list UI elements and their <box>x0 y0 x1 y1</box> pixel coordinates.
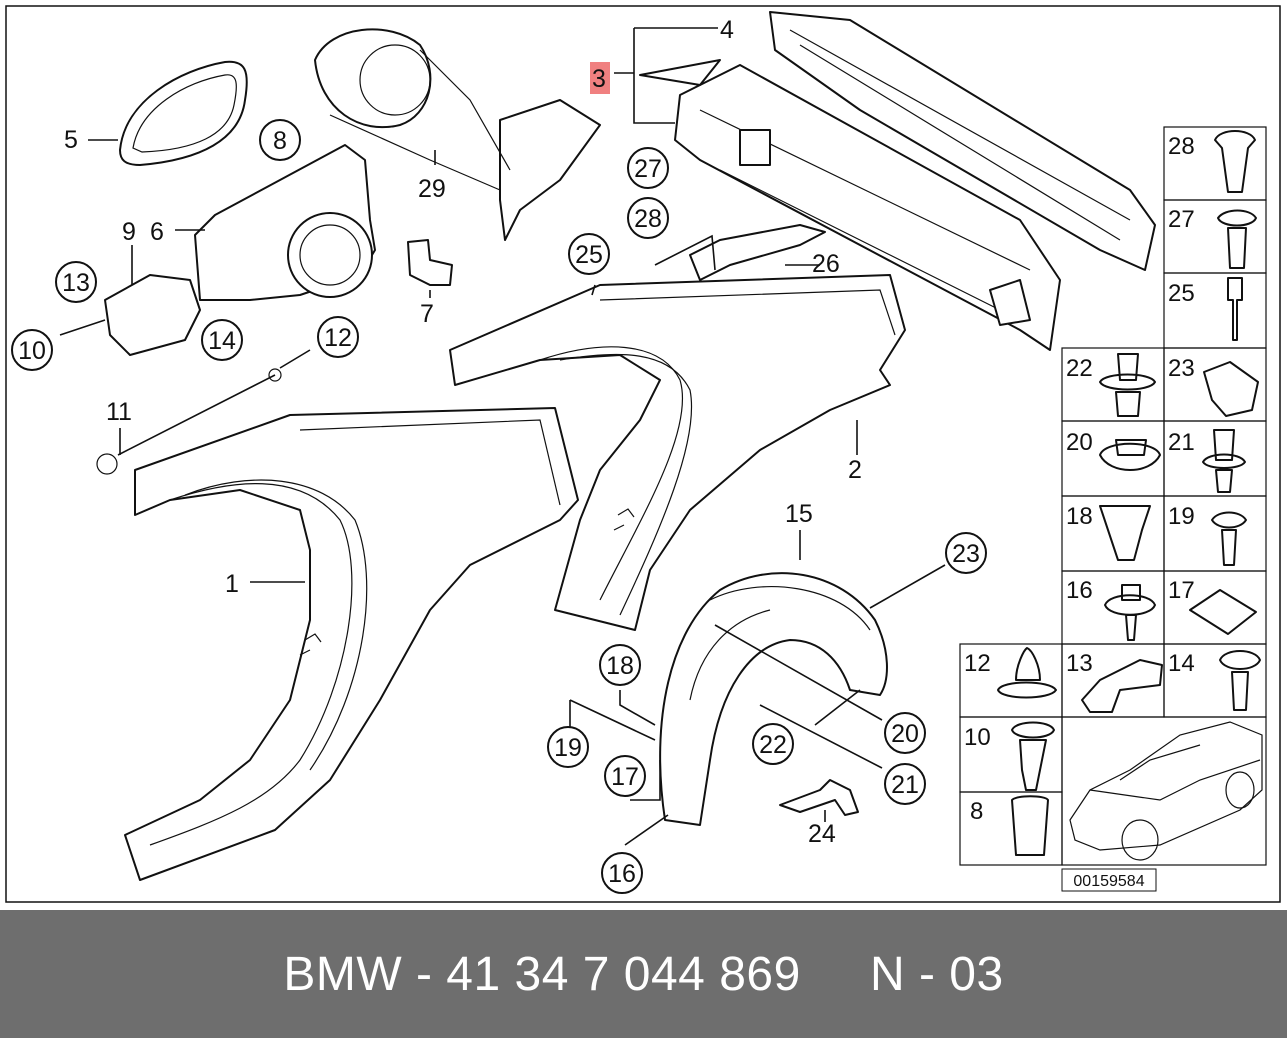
callout-20: 20 <box>891 720 919 748</box>
label-24: 24 <box>808 820 836 848</box>
callout-13: 13 <box>62 269 90 297</box>
legend-28: 28 <box>1168 133 1195 160</box>
label-4: 4 <box>720 16 734 44</box>
legend-25: 25 <box>1168 280 1195 307</box>
part-number-text: BMW - 41 34 7 044 869 N - 03 <box>283 947 1004 1001</box>
callout-21: 21 <box>891 771 919 799</box>
callout-23: 23 <box>952 540 980 568</box>
label-11: 11 <box>106 398 132 426</box>
callout-27: 27 <box>634 155 662 183</box>
legend-8: 8 <box>970 798 983 825</box>
callout-16: 16 <box>608 860 636 888</box>
callout-8: 8 <box>273 127 287 155</box>
callout-25: 25 <box>575 241 603 269</box>
callout-labels: 5 6 9 29 7 11 1 2 15 4 3 26 24 <box>64 16 862 848</box>
part-number-footer: BMW - 41 34 7 044 869 N - 03 <box>0 910 1287 1038</box>
callout-17: 17 <box>611 763 639 791</box>
diagram-number: 00159584 <box>1073 873 1144 890</box>
callout-14: 14 <box>208 327 236 355</box>
legend-22: 22 <box>1066 355 1093 382</box>
legend-27: 27 <box>1168 206 1195 233</box>
label-6: 6 <box>150 218 164 246</box>
small-parts-drawings <box>59 28 859 816</box>
label-7: 7 <box>420 300 434 328</box>
seal-strip-drawing <box>639 59 721 86</box>
callout-22: 22 <box>759 731 787 759</box>
label-15: 15 <box>785 500 813 528</box>
label-5: 5 <box>64 126 78 154</box>
callout-18: 18 <box>606 652 634 680</box>
label-3: 3 <box>592 65 606 93</box>
leader-lines <box>88 27 946 846</box>
diagram-number-box <box>1061 868 1157 892</box>
circled-callouts: 8 13 10 14 12 27 28 25 23 18 19 17 16 22… <box>11 119 987 894</box>
label-29: 29 <box>418 175 446 203</box>
legend-23: 23 <box>1168 355 1195 382</box>
callout-28: 28 <box>634 205 662 233</box>
wheel-arch-liner-drawing <box>659 572 888 826</box>
parts-diagram-frame: 5 6 9 29 7 11 1 2 15 4 3 26 24 8 13 10 1… <box>5 5 1281 903</box>
side-panel-right-drawing <box>449 274 906 631</box>
highlight-3 <box>590 62 610 94</box>
label-26: 26 <box>812 250 840 278</box>
legend-12: 12 <box>964 650 991 677</box>
rear-panel-drawing <box>639 11 1156 351</box>
legend-21: 21 <box>1168 429 1195 456</box>
label-9: 9 <box>122 218 136 246</box>
side-panel-left-drawing <box>124 407 579 881</box>
callout-10: 10 <box>18 337 46 365</box>
fastener-legend: 28 27 25 22 23 20 21 18 19 16 17 12 13 1… <box>959 126 1267 892</box>
label-2: 2 <box>848 456 862 484</box>
legend-18: 18 <box>1066 503 1093 530</box>
legend-19: 19 <box>1168 503 1195 530</box>
legend-13: 13 <box>1066 650 1093 677</box>
callout-12: 12 <box>324 324 352 352</box>
diagram-border <box>5 5 1281 903</box>
legend-16: 16 <box>1066 577 1093 604</box>
legend-17: 17 <box>1168 577 1195 604</box>
legend-20: 20 <box>1066 429 1093 456</box>
callout-19: 19 <box>554 734 582 762</box>
legend-10: 10 <box>964 724 991 751</box>
parts-diagram: 5 6 9 29 7 11 1 2 15 4 3 26 24 8 13 10 1… <box>5 5 1281 903</box>
legend-14: 14 <box>1168 650 1195 677</box>
label-1: 1 <box>225 570 239 598</box>
